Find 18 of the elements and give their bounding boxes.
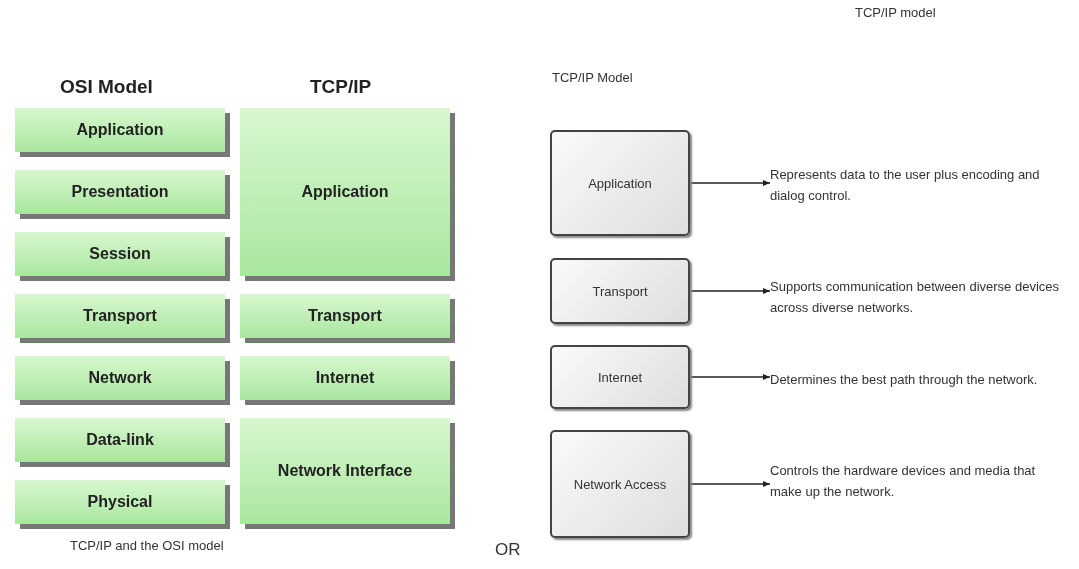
arrow — [689, 374, 771, 380]
layer-box: Internet — [550, 345, 690, 409]
description-text: Supports communication between diverse devices across diverse networks. — [770, 272, 1075, 322]
column-heading: TCP/IP — [310, 76, 372, 98]
arrow — [689, 180, 771, 186]
description-text: Controls the hardware devices and media that make up the network. — [770, 456, 1070, 506]
layer-box: Application — [550, 130, 690, 236]
arrow — [689, 288, 771, 294]
layer-box: Transport — [550, 258, 690, 324]
caption: TCP/IP and the OSI model — [70, 538, 224, 553]
arrow — [689, 481, 771, 487]
layer-box: Network Access — [550, 430, 690, 538]
heading: TCP/IP Model — [552, 70, 633, 85]
separator-text: OR — [495, 540, 521, 560]
column-heading: OSI Model — [60, 76, 153, 98]
description-text: Determines the best path through the network. — [770, 364, 1075, 394]
description-text: Represents data to the user plus encoding and dialog control. — [770, 160, 1070, 210]
heading: TCP/IP model — [855, 5, 936, 20]
